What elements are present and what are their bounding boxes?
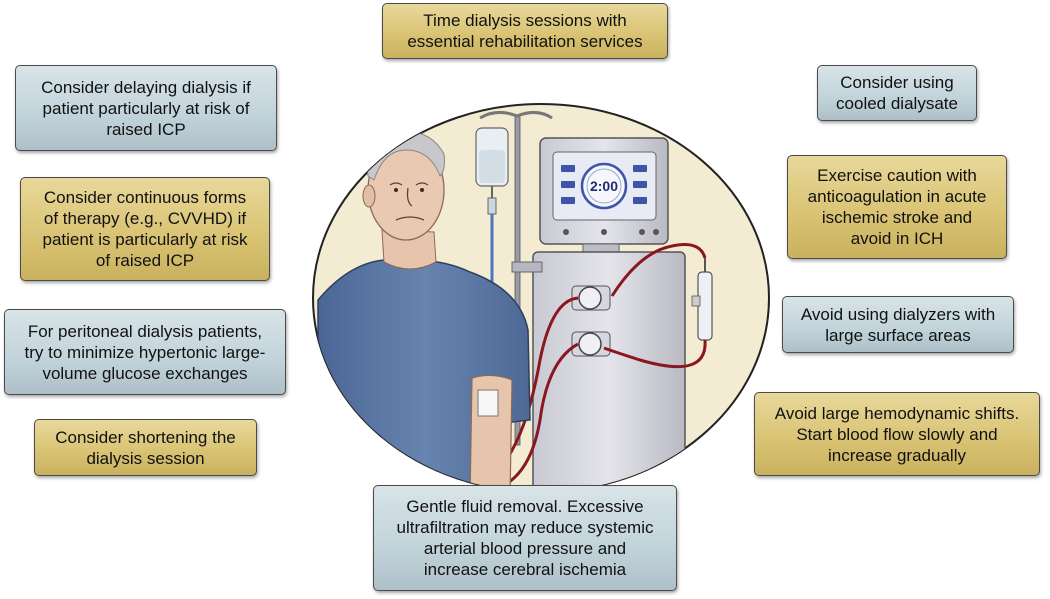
machine-timer: 2:00 bbox=[590, 178, 618, 194]
callout-time-rehab: Time dialysis sessions with essential re… bbox=[382, 3, 668, 59]
blood-pump-lower bbox=[571, 331, 611, 357]
callout-dialyzer-surface-text: Avoid using dialyzers with large surface… bbox=[800, 304, 996, 345]
callout-peritoneal-dialysis: For peritoneal dialysis patients, try to… bbox=[4, 309, 286, 395]
callout-shorten-session: Consider shortening the dialysis session bbox=[34, 419, 257, 476]
callout-delay-dialysis: Consider delaying dialysis if patient pa… bbox=[15, 65, 277, 151]
callout-continuous-therapy: Consider continuous forms of therapy (e.… bbox=[20, 177, 270, 281]
callout-continuous-therapy-text: Consider continuous forms of therapy (e.… bbox=[42, 188, 248, 270]
callout-anticoagulation-text: Exercise caution with anticoagulation in… bbox=[807, 166, 987, 248]
callout-cooled-dialysate: Consider using cooled dialysate bbox=[817, 65, 977, 121]
callout-hemodynamic-shifts: Avoid large hemodynamic shifts. Start bl… bbox=[754, 392, 1040, 476]
callout-fluid-removal-text: Gentle fluid removal. Excessive ultrafil… bbox=[396, 497, 654, 579]
access-dressing bbox=[477, 389, 499, 417]
callout-time-rehab-text: Time dialysis sessions with essential re… bbox=[407, 11, 643, 51]
blood-pump-upper bbox=[571, 285, 611, 311]
callout-peritoneal-dialysis-text: For peritoneal dialysis patients, try to… bbox=[24, 321, 266, 383]
machine-body bbox=[532, 251, 686, 492]
callout-hemodynamic-shifts-text: Avoid large hemodynamic shifts. Start bl… bbox=[774, 403, 1020, 465]
callout-dialyzer-surface: Avoid using dialyzers with large surface… bbox=[782, 296, 1014, 353]
callout-delay-dialysis-text: Consider delaying dialysis if patient pa… bbox=[41, 77, 251, 139]
callout-anticoagulation: Exercise caution with anticoagulation in… bbox=[787, 155, 1007, 259]
callout-shorten-session-text: Consider shortening the dialysis session bbox=[55, 427, 236, 468]
callout-cooled-dialysate-text: Consider using cooled dialysate bbox=[836, 73, 958, 113]
callout-fluid-removal: Gentle fluid removal. Excessive ultrafil… bbox=[373, 485, 677, 591]
